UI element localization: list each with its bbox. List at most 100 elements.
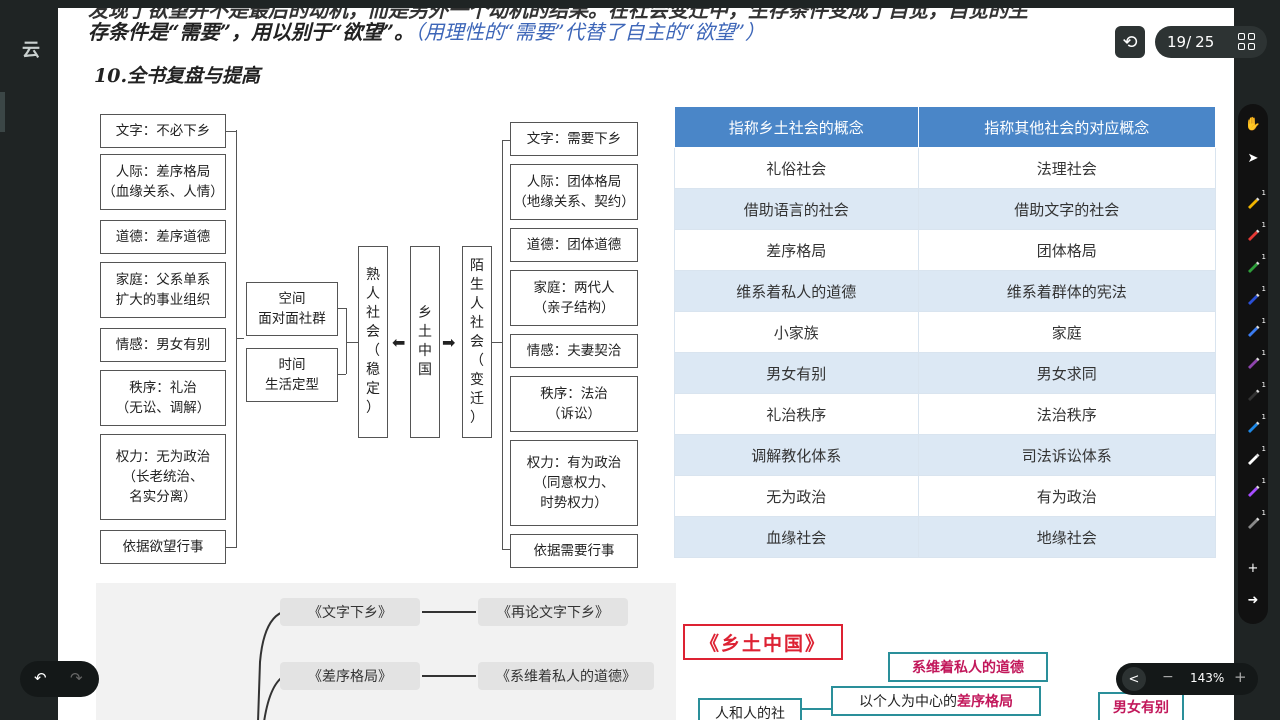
left-bracket-join [236, 338, 244, 339]
table-cell: 维系着群体的宪法 [917, 270, 1217, 312]
table-row: 调解教化体系司法诉讼体系 [674, 434, 1217, 476]
table-cell: 地缘社会 [917, 516, 1217, 558]
table-header-other: 指称其他社会的对应概念 [917, 106, 1217, 148]
chapter-differential-pattern: 《差序格局》 [280, 662, 420, 690]
right-bracket-join [492, 342, 502, 343]
side-accent [0, 92, 5, 132]
page-counter[interactable]: 19/25 [1155, 26, 1267, 58]
refresh-button[interactable]: ⟲ [1115, 26, 1145, 58]
collapse-icon[interactable]: < [1122, 667, 1146, 691]
mindmap-node-social: 人和人的社 [698, 698, 802, 720]
table-cell: 借助语言的社会 [674, 188, 919, 230]
right-bracket-line [502, 140, 503, 550]
table-row: 借助语言的社会借助文字的社会 [674, 188, 1217, 230]
slide-top-line-note: （用理性的“需要”代替了自主的“欲望”） [414, 20, 765, 44]
layers-icon[interactable]: 1 [1245, 509, 1266, 530]
pointer-tool-icon[interactable]: ➤ [1247, 150, 1259, 166]
mid-bracket-join [346, 342, 358, 343]
table-cell: 礼治秩序 [674, 393, 919, 435]
stranger-char: 会 [470, 333, 484, 350]
left-item-relations: 人际：差序格局 （血缘关系、人情） [100, 154, 226, 210]
table-row: 男女有别男女求同 [674, 352, 1217, 394]
yellow-pen-icon[interactable]: 1 [1245, 189, 1266, 210]
right-item-emotion: 情感：夫妻契洽 [510, 334, 638, 368]
right-item-power: 权力：有为政治 （同意权力、 时势权力） [510, 440, 638, 526]
undo-icon[interactable]: ↶ [34, 669, 47, 687]
eraser-icon[interactable]: 1 [1245, 445, 1266, 466]
left-bracket-line [236, 130, 237, 548]
green-pen-icon[interactable]: 1 [1245, 253, 1266, 274]
mindmap-title: 《乡土中国》 [683, 624, 843, 660]
blue-pen-icon[interactable]: 1 [1245, 285, 1266, 306]
light-blue-pen-icon[interactable]: 1 [1245, 317, 1266, 338]
table-cell: 男女求同 [917, 352, 1217, 394]
table-header-row: 指称乡土社会的概念 指称其他社会的对应概念 [674, 106, 1217, 148]
table-cell: 血缘社会 [674, 516, 919, 558]
arrow-left-icon: ⬅ [392, 333, 406, 352]
total-pages: 25 [1195, 33, 1215, 51]
table-cell: 差序格局 [674, 229, 919, 271]
table-cell: 礼俗社会 [674, 147, 919, 189]
left-item-power: 权力：无为政治 （长老统治、 名实分离） [100, 434, 226, 520]
table-row: 礼俗社会法理社会 [674, 147, 1217, 189]
slide-page: 发现了欲望并不是最后的动机，而是另外一个动机的结果。在社会变迁中，生存条件变成了… [58, 8, 1234, 720]
rural-char: 国 [418, 362, 432, 378]
stranger-char: 人 [470, 295, 484, 312]
rural-china-box: 乡 土 中 国 [410, 246, 440, 438]
table-row: 维系着私人的道德维系着群体的宪法 [674, 270, 1217, 312]
acquaintance-char: 稳 [366, 362, 380, 378]
page-controls: ⟲ 19/25 [1115, 26, 1267, 58]
acquaintance-char: ） [366, 400, 380, 416]
chapter-link-line [422, 611, 476, 613]
table-row: 礼治秩序法治秩序 [674, 393, 1217, 435]
mindmap-node-text: 系维着私人的道德 [912, 660, 1024, 676]
grid-view-icon[interactable] [1238, 33, 1255, 50]
right-bracket-tick-top [502, 140, 510, 141]
zoom-in-icon[interactable]: + [1234, 668, 1247, 686]
left-item-basis: 依据欲望行事 [100, 530, 226, 564]
stranger-char: 陌 [470, 257, 484, 274]
mid-item-time: 时间 生活定型 [246, 348, 338, 402]
acquaintance-char: 会 [366, 324, 380, 340]
table-cell: 男女有别 [674, 352, 919, 394]
table-cell: 法治秩序 [917, 393, 1217, 435]
right-item-family: 家庭：两代人 （亲子结构） [510, 270, 638, 326]
slide-top-partial-line: 发现了欲望并不是最后的动机，而是另外一个动机的结果。在社会变迁中，生存条件变成了… [88, 8, 1028, 22]
mindmap-node-prefix: 以个人为中心的 [859, 694, 957, 710]
hand-tool-icon[interactable]: ✋ [1244, 116, 1262, 132]
table-cell: 司法诉讼体系 [917, 434, 1217, 476]
stranger-char: ） [470, 409, 484, 426]
stranger-char: （ [470, 352, 484, 369]
table-row: 小家族家庭 [674, 311, 1217, 353]
acquaintance-char: （ [366, 343, 380, 359]
right-item-order: 秩序：法治 （诉讼） [510, 376, 638, 432]
black-pen-icon[interactable]: 1 [1245, 381, 1266, 402]
table-cell: 维系着私人的道德 [674, 270, 919, 312]
left-item-morality: 道德：差序道德 [100, 220, 226, 254]
stranger-society-box: 陌 生 人 社 会 （ 变 迁 ） [462, 246, 492, 438]
line-tool-icon[interactable]: 1 [1245, 413, 1266, 434]
stranger-char: 社 [470, 314, 484, 331]
table-cell: 无为政治 [674, 475, 919, 517]
mindmap-connector [802, 708, 831, 710]
zoom-out-icon[interactable]: − [1162, 669, 1174, 685]
chapter-private-morality: 《系维着私人的道德》 [478, 662, 654, 690]
zoom-controls: < − 143% + [1116, 663, 1258, 695]
mindmap-node-text: 人和人的社 [715, 706, 785, 720]
mid-bracket-tick-top [338, 308, 346, 309]
mid-bracket-tick-bottom [338, 374, 346, 375]
section-title: 10.全书复盘与提高 [94, 65, 261, 87]
chapter-writing-to-countryside: 《文字下乡》 [280, 598, 420, 626]
left-item-emotion: 情感：男女有别 [100, 328, 226, 362]
red-pen-icon[interactable]: 1 [1245, 221, 1266, 242]
redo-icon[interactable]: ↷ [70, 669, 83, 687]
next-slide-icon[interactable]: ➜ [1247, 592, 1259, 608]
left-item-family: 家庭：父系单系 扩大的事业组织 [100, 262, 226, 318]
add-icon[interactable]: + [1247, 560, 1259, 576]
shape-tool-icon[interactable]: 1 [1245, 477, 1266, 498]
purple-pen-icon[interactable]: 1 [1245, 349, 1266, 370]
stranger-char: 迁 [470, 390, 484, 407]
table-cell: 家庭 [917, 311, 1217, 353]
right-item-morality: 道德：团体道德 [510, 228, 638, 262]
